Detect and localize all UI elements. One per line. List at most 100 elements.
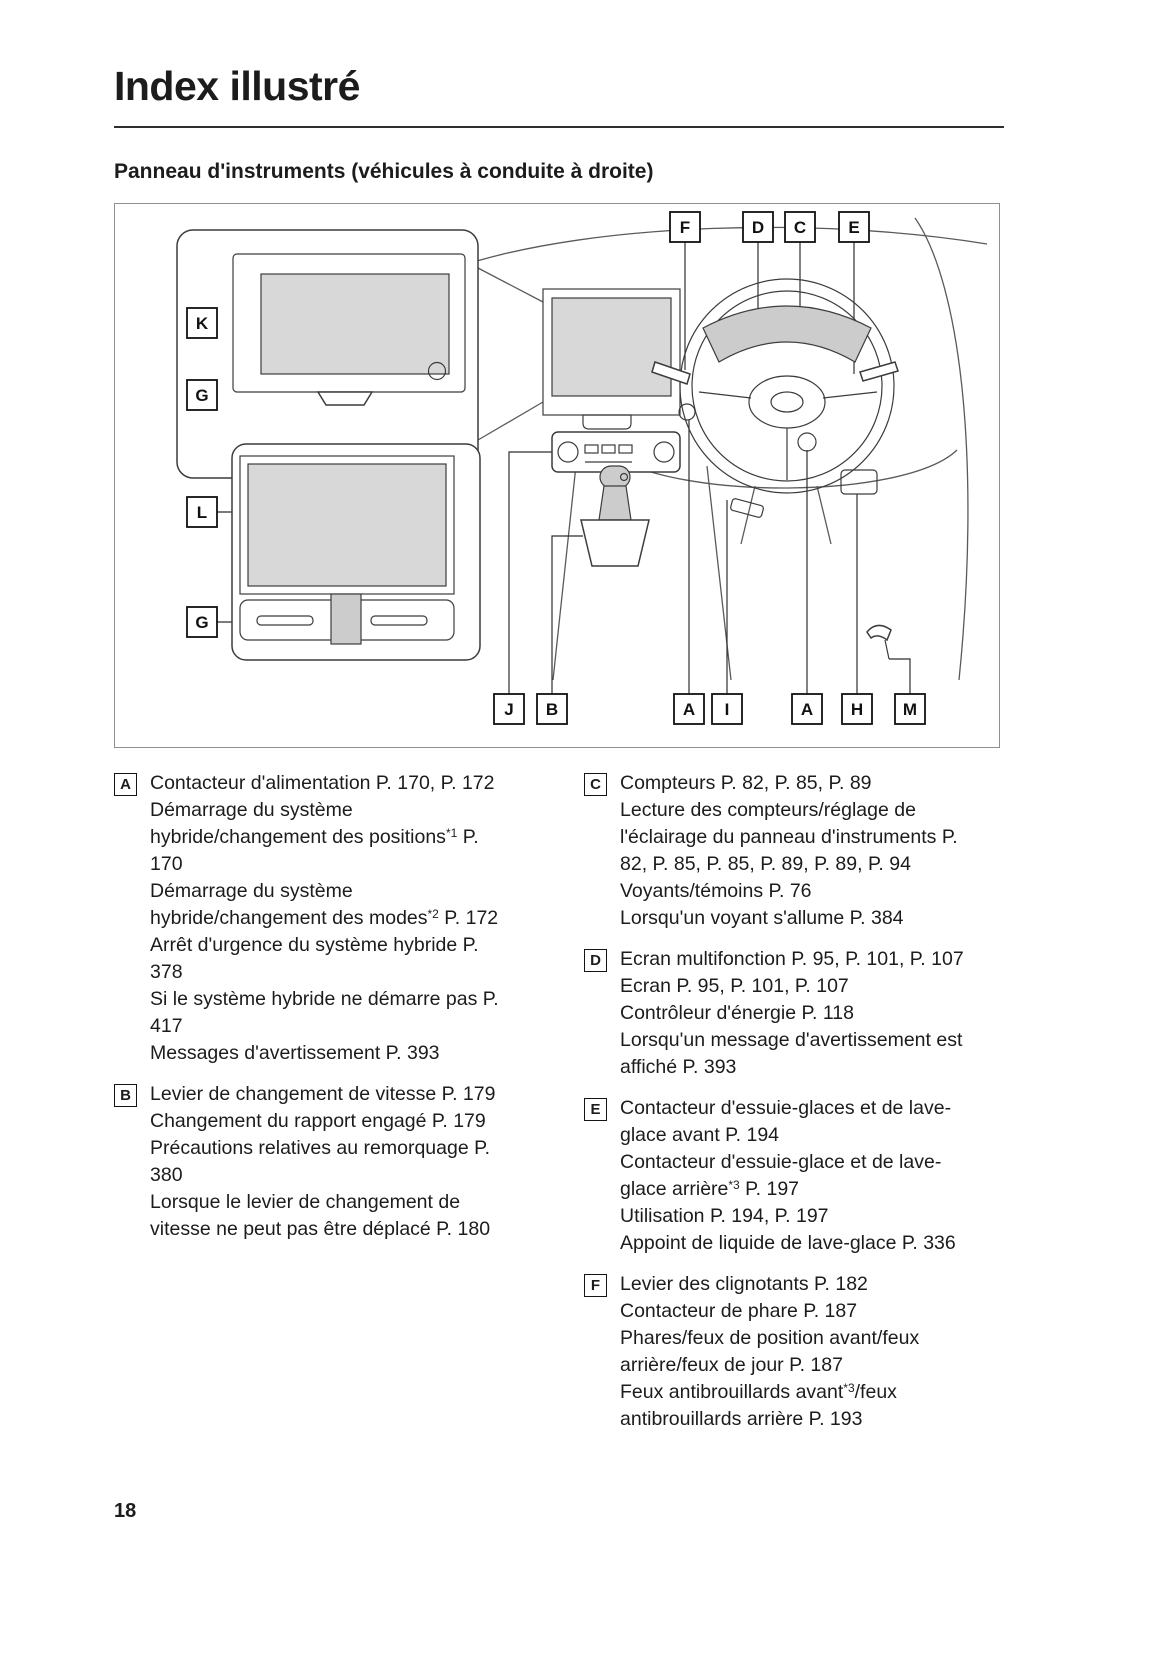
legend-letter-badge: A	[114, 773, 137, 796]
svg-text:L: L	[197, 503, 207, 522]
legend-item-text: Messages d'avertissement P. 393	[150, 1042, 440, 1064]
legend-items: Contacteur d'alimentation P. 170, P. 172…	[150, 770, 514, 1067]
legend-item-text: Levier de changement de vitesse P. 179	[150, 1083, 496, 1105]
diagram-label-d: D	[742, 211, 774, 243]
steering-wheel	[679, 278, 895, 494]
svg-text:G: G	[195, 613, 208, 632]
legend-entry-c: C Compteurs P. 82, P. 85, P. 89 Lecture de…	[584, 770, 984, 932]
audio-display	[247, 463, 447, 587]
diagram-label-a-left: A	[673, 693, 705, 725]
legend-item-text: Lorsque le levier de changement de vites…	[150, 1191, 491, 1240]
hood-release-lever	[866, 624, 892, 660]
highlighted-control	[330, 593, 362, 645]
legend-item-text: Contacteur d'essuie-glaces et de lave-gl…	[620, 1097, 952, 1146]
legend-items: Contacteur d'essuie-glaces et de lave-gl…	[620, 1095, 984, 1257]
diagram-label-g-top: G	[186, 379, 218, 411]
instrument-cluster	[702, 305, 872, 363]
legend-item-text: Compteurs P. 82, P. 85, P. 89	[620, 772, 872, 794]
legend-item-text: Arrêt d'urgence du système hybride P. 37…	[150, 934, 479, 983]
diagram-label-h: H	[841, 693, 873, 725]
diagram-label-m: M	[894, 693, 926, 725]
section-subtitle: Panneau d'instruments (véhicules à condu…	[114, 160, 654, 184]
power-switch-right	[797, 432, 817, 452]
legend: A Contacteur d'alimentation P. 170, P. 17…	[114, 770, 1006, 1447]
storage-box	[840, 469, 878, 495]
legend-entry-a: A Contacteur d'alimentation P. 170, P. 17…	[114, 770, 514, 1067]
svg-text:D: D	[752, 218, 764, 237]
legend-entry-d: D Ecran multifonction P. 95, P. 101, P. 1…	[584, 946, 984, 1081]
svg-text:J: J	[504, 700, 513, 719]
audio-display-callout	[231, 443, 481, 661]
legend-item-text: Précautions relatives au remorquage P. 3…	[150, 1137, 491, 1186]
legend-items: Ecran multifonction P. 95, P. 101, P. 10…	[620, 946, 984, 1081]
svg-text:K: K	[196, 314, 209, 333]
legend-item-text: Phares/feux de position avant/feux arriè…	[620, 1327, 920, 1376]
svg-text:A: A	[683, 700, 695, 719]
legend-column-right: C Compteurs P. 82, P. 85, P. 89 Lecture de…	[584, 770, 984, 1447]
page-title: Index illustré	[114, 63, 360, 110]
legend-item-text: Lorsqu'un voyant s'allume P. 384	[620, 907, 904, 929]
legend-item-text: Contacteur d'alimentation P. 170, P. 172	[150, 772, 495, 794]
legend-item-text: Feux antibrouillards avant*3/feux antibr…	[620, 1381, 897, 1430]
instrument-panel-diagram: K G L G F D C	[114, 203, 1000, 748]
power-switch-left	[678, 403, 696, 421]
legend-item-text: Lorsqu'un message d'avertissement est af…	[620, 1029, 963, 1078]
legend-item-text: Appoint de liquide de lave-glace P. 336	[620, 1232, 956, 1254]
legend-column-left: A Contacteur d'alimentation P. 170, P. 17…	[114, 770, 514, 1447]
pedal	[730, 498, 764, 518]
center-display	[542, 288, 681, 430]
diagram-label-b: B	[536, 693, 568, 725]
page-number: 18	[114, 1500, 137, 1522]
diagram-label-e: E	[838, 211, 870, 243]
diagram-label-c: C	[784, 211, 816, 243]
diagram-label-g-bottom: G	[186, 606, 218, 638]
legend-item-text: Contrôleur d'énergie P. 118	[620, 1002, 854, 1024]
legend-letter-badge: E	[584, 1098, 607, 1121]
cd-slot	[316, 391, 374, 406]
nav-screen-callout	[176, 229, 479, 479]
legend-letter-badge: F	[584, 1274, 607, 1297]
audio-knob	[427, 361, 447, 381]
legend-letter-badge: B	[114, 1084, 137, 1107]
diagram-label-j: J	[493, 693, 525, 725]
legend-item-text: Contacteur de phare P. 187	[620, 1300, 858, 1322]
svg-text:C: C	[794, 218, 806, 237]
legend-item-text: Voyants/témoins P. 76	[620, 880, 812, 902]
legend-item-text: Démarrage du système hybride/changement …	[150, 880, 499, 929]
legend-item-text: Levier des clignotants P. 182	[620, 1273, 868, 1295]
svg-text:G: G	[195, 386, 208, 405]
turn-signal-stalk	[651, 361, 691, 385]
nav-display	[260, 273, 450, 375]
legend-entry-e: E Contacteur d'essuie-glaces et de lave-g…	[584, 1095, 984, 1257]
diagram-label-i: I	[711, 693, 743, 725]
svg-text:B: B	[546, 700, 558, 719]
legend-item-text: Ecran multifonction P. 95, P. 101, P. 10…	[620, 948, 964, 970]
diagram-label-f: F	[669, 211, 701, 243]
diagram-label-a-right: A	[791, 693, 823, 725]
diagram-label-k: K	[186, 307, 218, 339]
svg-text:E: E	[848, 218, 859, 237]
legend-item-text: Si le système hybride ne démarre pas P. …	[150, 988, 499, 1037]
svg-text:M: M	[903, 700, 917, 719]
legend-items: Compteurs P. 82, P. 85, P. 89 Lecture des…	[620, 770, 984, 932]
svg-text:I: I	[725, 700, 730, 719]
gear-shifter	[580, 465, 650, 567]
legend-item-text: Contacteur d'essuie-glace et de lave-gla…	[620, 1151, 942, 1200]
legend-item-text: Démarrage du système hybride/changement …	[150, 799, 479, 875]
legend-item-text: Lecture des compteurs/réglage de l'éclai…	[620, 799, 958, 875]
legend-letter-badge: C	[584, 773, 607, 796]
title-divider	[114, 126, 1004, 128]
legend-item-text: Changement du rapport engagé P. 179	[150, 1110, 486, 1132]
legend-letter-badge: D	[584, 949, 607, 972]
legend-item-text: Ecran P. 95, P. 101, P. 107	[620, 975, 849, 997]
svg-text:H: H	[851, 700, 863, 719]
dashboard-illustration: K G L G F D C	[176, 211, 988, 725]
svg-text:F: F	[680, 218, 690, 237]
diagram-label-l: L	[186, 496, 218, 528]
wiper-stalk	[859, 361, 899, 382]
